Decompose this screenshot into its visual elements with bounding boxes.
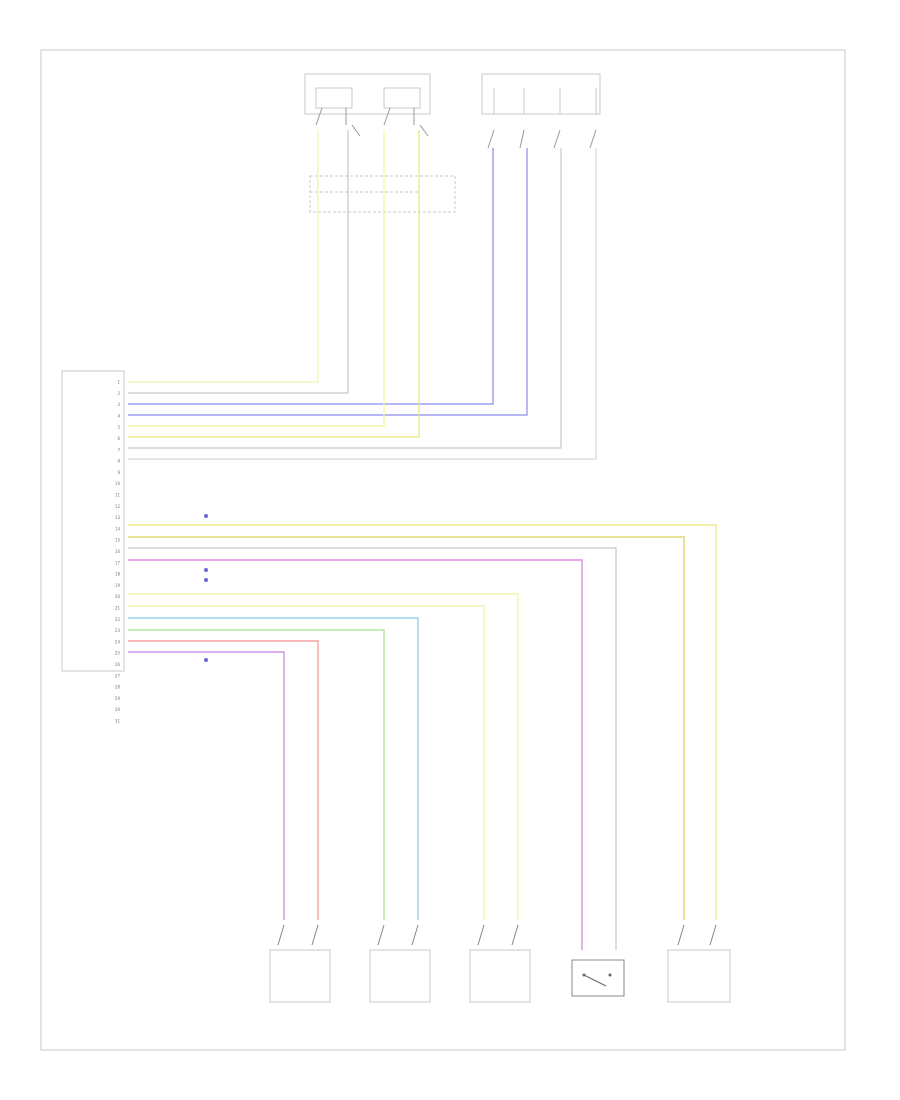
pin-number: 6 <box>117 436 120 441</box>
bottom-component-4-switch <box>571 959 625 997</box>
pin-number: 10 <box>115 481 121 486</box>
bottom-component-5 <box>667 924 731 1003</box>
connector-block <box>309 175 456 213</box>
wire-pin-24 <box>128 605 485 920</box>
pin-number: 20 <box>115 594 121 599</box>
pin-number: 13 <box>115 515 121 520</box>
bottom-component-3 <box>469 924 531 1003</box>
top-left-component <box>304 73 431 137</box>
pin-number: 15 <box>115 538 121 543</box>
wire-pin-28 <box>128 651 285 920</box>
pin-number: 3 <box>117 402 120 407</box>
wire-pin-20 <box>128 559 583 950</box>
pin-number: 26 <box>115 662 121 667</box>
wire-pin-17 <box>128 524 717 920</box>
pin-number-group: 1234567891011121314151617181920212223242… <box>115 380 121 724</box>
pin-number: 30 <box>115 707 121 712</box>
pin-number: 22 <box>115 617 121 622</box>
wire-pin-3 <box>128 148 494 405</box>
pin-number: 29 <box>115 696 121 701</box>
wire-pin-8 <box>128 148 597 460</box>
top-right-component <box>481 73 601 149</box>
diagram-frame <box>40 49 846 1051</box>
pin-number: 7 <box>117 447 120 452</box>
pin-number: 14 <box>115 526 121 531</box>
pin-number: 9 <box>117 470 120 475</box>
pin-number: 21 <box>115 606 121 611</box>
pin-number: 31 <box>115 719 121 724</box>
ref-notes <box>204 514 208 662</box>
wire-pin-25 <box>128 617 419 920</box>
bottom-component-1 <box>269 924 331 1003</box>
pin-number: 27 <box>115 673 121 678</box>
bottom-wire-group <box>128 524 717 950</box>
bottom-component-2 <box>369 924 431 1003</box>
pin-number: 24 <box>115 639 121 644</box>
wire-pin-18 <box>128 536 685 920</box>
pin-number: 23 <box>115 628 121 633</box>
pin-number: 1 <box>117 380 120 385</box>
wire-pin-6 <box>128 130 420 438</box>
pin-number: 2 <box>117 391 120 396</box>
pin-number: 28 <box>115 685 121 690</box>
pin-number: 4 <box>117 413 120 418</box>
wire-pin-7 <box>128 148 562 449</box>
pin-number: 17 <box>115 560 121 565</box>
wire-pin-2 <box>128 130 349 394</box>
wire-pin-27 <box>128 640 319 920</box>
pin-number: 12 <box>115 504 121 509</box>
wire-pin-4 <box>128 148 528 416</box>
wire-pin-23 <box>128 593 519 920</box>
pin-number: 25 <box>115 651 121 656</box>
pin-number: 19 <box>115 583 121 588</box>
pin-number: 18 <box>115 572 121 577</box>
wire-pin-5 <box>128 130 385 427</box>
control-module: 1234567891011121314151617181920212223242… <box>61 370 125 724</box>
pin-number: 8 <box>117 459 120 464</box>
wire-pin-19 <box>128 547 617 950</box>
pin-number: 11 <box>115 493 121 498</box>
wire-pin-26 <box>128 629 385 920</box>
wire-pin-1 <box>128 130 319 383</box>
top-wire-group <box>128 130 597 460</box>
pin-number: 5 <box>117 425 120 430</box>
pin-number: 16 <box>115 549 121 554</box>
